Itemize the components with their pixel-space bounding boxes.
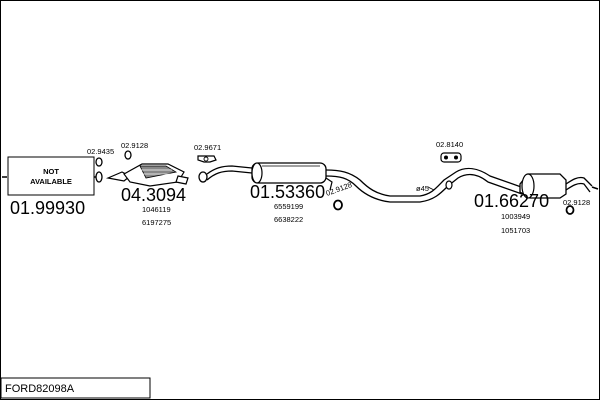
rear-gasket-number: 02.9128 <box>563 198 590 207</box>
diagram-code: FORD82098A <box>5 383 75 395</box>
rear-gasket-icon <box>565 205 575 215</box>
middle-gasket-number: 02.9128 <box>325 180 354 198</box>
rear-ref-2: 1051703 <box>501 226 530 235</box>
rear-hanger-icon <box>440 152 462 163</box>
flange-gasket-icon <box>197 155 217 163</box>
not-available-line2: AVAILABLE <box>30 177 72 186</box>
catalyst-part-number: 04.3094 <box>121 185 186 205</box>
front-part-number: 01.99930 <box>10 198 85 218</box>
middle-part-number: 01.53360 <box>250 182 325 202</box>
middle-ref-1: 6559199 <box>274 202 303 211</box>
rear-part-number: 01.66270 <box>474 191 549 211</box>
cat-gasket-icon <box>124 150 132 160</box>
clamp-front-number: 02.9435 <box>87 147 114 156</box>
catalyst-ref-1: 1046119 <box>142 205 171 214</box>
not-available-line1: NOT <box>43 167 59 176</box>
cat-gasket-number: 02.9128 <box>121 141 148 150</box>
middle-gasket-icon <box>333 199 343 211</box>
pipe-segment-1 <box>206 165 253 175</box>
rear-ref-1: 1003949 <box>501 212 530 221</box>
pipe-diameter-label: ø45 <box>416 184 429 193</box>
rear-hanger-number: 02.8140 <box>436 140 463 149</box>
clamp-front-icon <box>95 157 103 167</box>
flange-ring-icon <box>198 171 208 183</box>
code-box <box>0 377 151 399</box>
catalyst-ref-2: 6197275 <box>142 218 171 227</box>
clamp-front-ring-icon <box>95 171 103 183</box>
middle-ref-2: 6638222 <box>274 215 303 224</box>
not-available-box <box>7 156 95 196</box>
catalyst-drawing <box>105 163 189 187</box>
rear-clamp-icon <box>445 180 453 190</box>
rear-silencer-drawing <box>519 173 599 199</box>
pipe-segment-2 <box>325 167 525 197</box>
flange-gasket-number: 02.9671 <box>194 143 221 152</box>
middle-silencer-drawing <box>251 162 327 184</box>
